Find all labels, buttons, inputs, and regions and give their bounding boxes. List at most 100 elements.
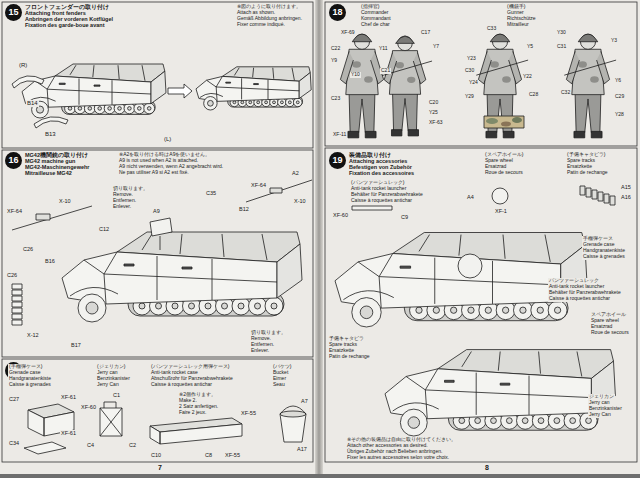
item-caption: ジェリカン bbox=[588, 394, 615, 400]
part-number: Y7 bbox=[432, 44, 440, 50]
item-caption: Bucket bbox=[272, 370, 289, 376]
item-caption: Eimer bbox=[272, 376, 287, 382]
item-caption: Jerry Can bbox=[96, 382, 120, 388]
item-caption: Anti-tank rocket launcher bbox=[350, 186, 407, 192]
part-number: B13 bbox=[44, 131, 57, 138]
item-caption: Spare wheel bbox=[484, 158, 514, 164]
fender-part bbox=[34, 117, 68, 128]
mount-part bbox=[150, 218, 172, 250]
item-caption: (バケツ) bbox=[272, 364, 292, 370]
part-number: Y6 bbox=[614, 78, 622, 84]
item-caption: Benzinkanister bbox=[588, 406, 623, 412]
spare-wheel bbox=[492, 188, 508, 204]
part-number: (L) bbox=[163, 136, 172, 143]
step-panel bbox=[325, 2, 637, 146]
part-number: XF-61 bbox=[60, 394, 77, 400]
item-caption: Grenade case bbox=[8, 370, 41, 376]
instruction-note: 切り取ります。 bbox=[250, 330, 287, 336]
spare-track bbox=[580, 186, 615, 205]
step-panel bbox=[2, 359, 313, 462]
part-number: Y9 bbox=[330, 58, 338, 64]
item-caption: Handgranatenkiste bbox=[582, 248, 626, 254]
part-number: XF-60 bbox=[332, 212, 349, 218]
part-number: Y10 bbox=[350, 72, 361, 78]
item-caption: (予備キャタピラ) bbox=[566, 152, 606, 158]
step-panel bbox=[325, 148, 637, 462]
soldier-figure bbox=[476, 34, 528, 138]
part-number: XF-60 bbox=[80, 404, 97, 410]
part-number: Y29 bbox=[464, 94, 475, 100]
part-number: XF-55 bbox=[240, 410, 257, 416]
part-number: B14 bbox=[26, 100, 39, 107]
part-number: C26 bbox=[6, 272, 18, 278]
soldier-figure bbox=[564, 34, 616, 138]
part-number: X-12 bbox=[26, 332, 40, 338]
soldier-figure bbox=[382, 36, 432, 136]
instruction-note: Attach as shown. bbox=[236, 10, 276, 16]
item-caption: Seau bbox=[272, 382, 286, 388]
part-number: XF-11 bbox=[332, 132, 347, 138]
step-number: 19 bbox=[329, 152, 346, 169]
item-caption: Ersatzkette bbox=[566, 164, 593, 170]
item-caption: Caisse à grenades bbox=[8, 382, 52, 388]
item-caption: Roue de secours bbox=[590, 330, 630, 336]
part-number: Y23 bbox=[466, 56, 477, 62]
item-caption: Mitrailleur bbox=[506, 22, 530, 28]
page-fold bbox=[315, 0, 323, 478]
part-number: C1 bbox=[112, 392, 121, 398]
part-number: C26 bbox=[22, 246, 34, 252]
item-caption: パンツァーシュレック bbox=[548, 278, 600, 284]
step-panel bbox=[2, 150, 313, 357]
part-number: C34 bbox=[8, 440, 20, 446]
instruction-note: ※その他の装備品は自由に取り付けてください。 bbox=[346, 437, 457, 443]
instruction-note: Remove. bbox=[250, 336, 272, 342]
step-number-text: 18 bbox=[332, 8, 342, 17]
step-panels bbox=[2, 2, 637, 462]
item-caption: スペアホイール bbox=[590, 312, 627, 318]
item-caption: Patin de rechange bbox=[566, 170, 609, 176]
item-caption: Chef de char bbox=[360, 22, 391, 28]
item-caption: Spare tracks bbox=[566, 158, 596, 164]
part-number: C22 bbox=[330, 46, 341, 52]
part-number: C32 bbox=[560, 90, 571, 96]
instruction-note: Enlever. bbox=[112, 204, 132, 210]
item-caption: (手榴弾ケース) bbox=[8, 364, 43, 370]
item-caption: Abschußrohr für Panzerabwehrakete bbox=[150, 376, 234, 382]
instruction-note: Faire 2 jeux. bbox=[178, 410, 208, 416]
step-number-text: 19 bbox=[332, 156, 342, 165]
instruction-note: 2 Satz anfertigen. bbox=[178, 404, 219, 410]
part-number: C33 bbox=[486, 26, 497, 32]
item-caption: Behälter für Panzerabwehrakete bbox=[350, 192, 424, 198]
part-number: B12 bbox=[238, 206, 250, 212]
instruction-note: Entfernen. bbox=[112, 198, 137, 204]
item-caption: Roue de secours bbox=[484, 170, 524, 176]
item-caption: Ersatzkette bbox=[328, 348, 355, 354]
part-number: C12 bbox=[98, 226, 110, 232]
fender-part bbox=[12, 76, 44, 88]
part-number: Y11 bbox=[378, 46, 389, 52]
part-number: (R) bbox=[18, 62, 28, 69]
part-number: Y30 bbox=[556, 30, 567, 36]
part-number: X-10 bbox=[58, 198, 72, 204]
part-number: C8 bbox=[204, 452, 213, 458]
item-caption: Handgranatenkiste bbox=[8, 376, 52, 382]
step-number: 18 bbox=[329, 4, 346, 21]
bucket bbox=[280, 406, 306, 442]
item-caption: (スペアホイール) bbox=[484, 152, 524, 158]
step-heading: Fixation des garde-boue avant bbox=[24, 22, 105, 28]
halftrack-drawing bbox=[62, 232, 302, 322]
item-caption: Ersatzrad bbox=[484, 164, 507, 170]
part-number: C28 bbox=[528, 92, 539, 98]
item-caption: Grenade case bbox=[582, 242, 615, 248]
step-number-text: 16 bbox=[8, 156, 18, 165]
item-caption: (パンツァーシュレック) bbox=[350, 180, 405, 186]
item-caption: Caisse à roquettes antichar bbox=[350, 198, 413, 204]
instruction-note: A9 is not used when A2 is attached. bbox=[118, 158, 199, 164]
part-number: A15 bbox=[620, 184, 632, 190]
step-number-text: 15 bbox=[8, 8, 18, 17]
halftrack-drawing bbox=[196, 67, 311, 110]
instruction-note: A9 nicht verwenden, wenn A2 angebracht w… bbox=[118, 164, 224, 170]
item-caption: Caisse à roquettes antichar bbox=[150, 382, 213, 388]
part-number: B16 bbox=[44, 258, 56, 264]
item-caption: 手榴弾ケース bbox=[582, 236, 614, 242]
